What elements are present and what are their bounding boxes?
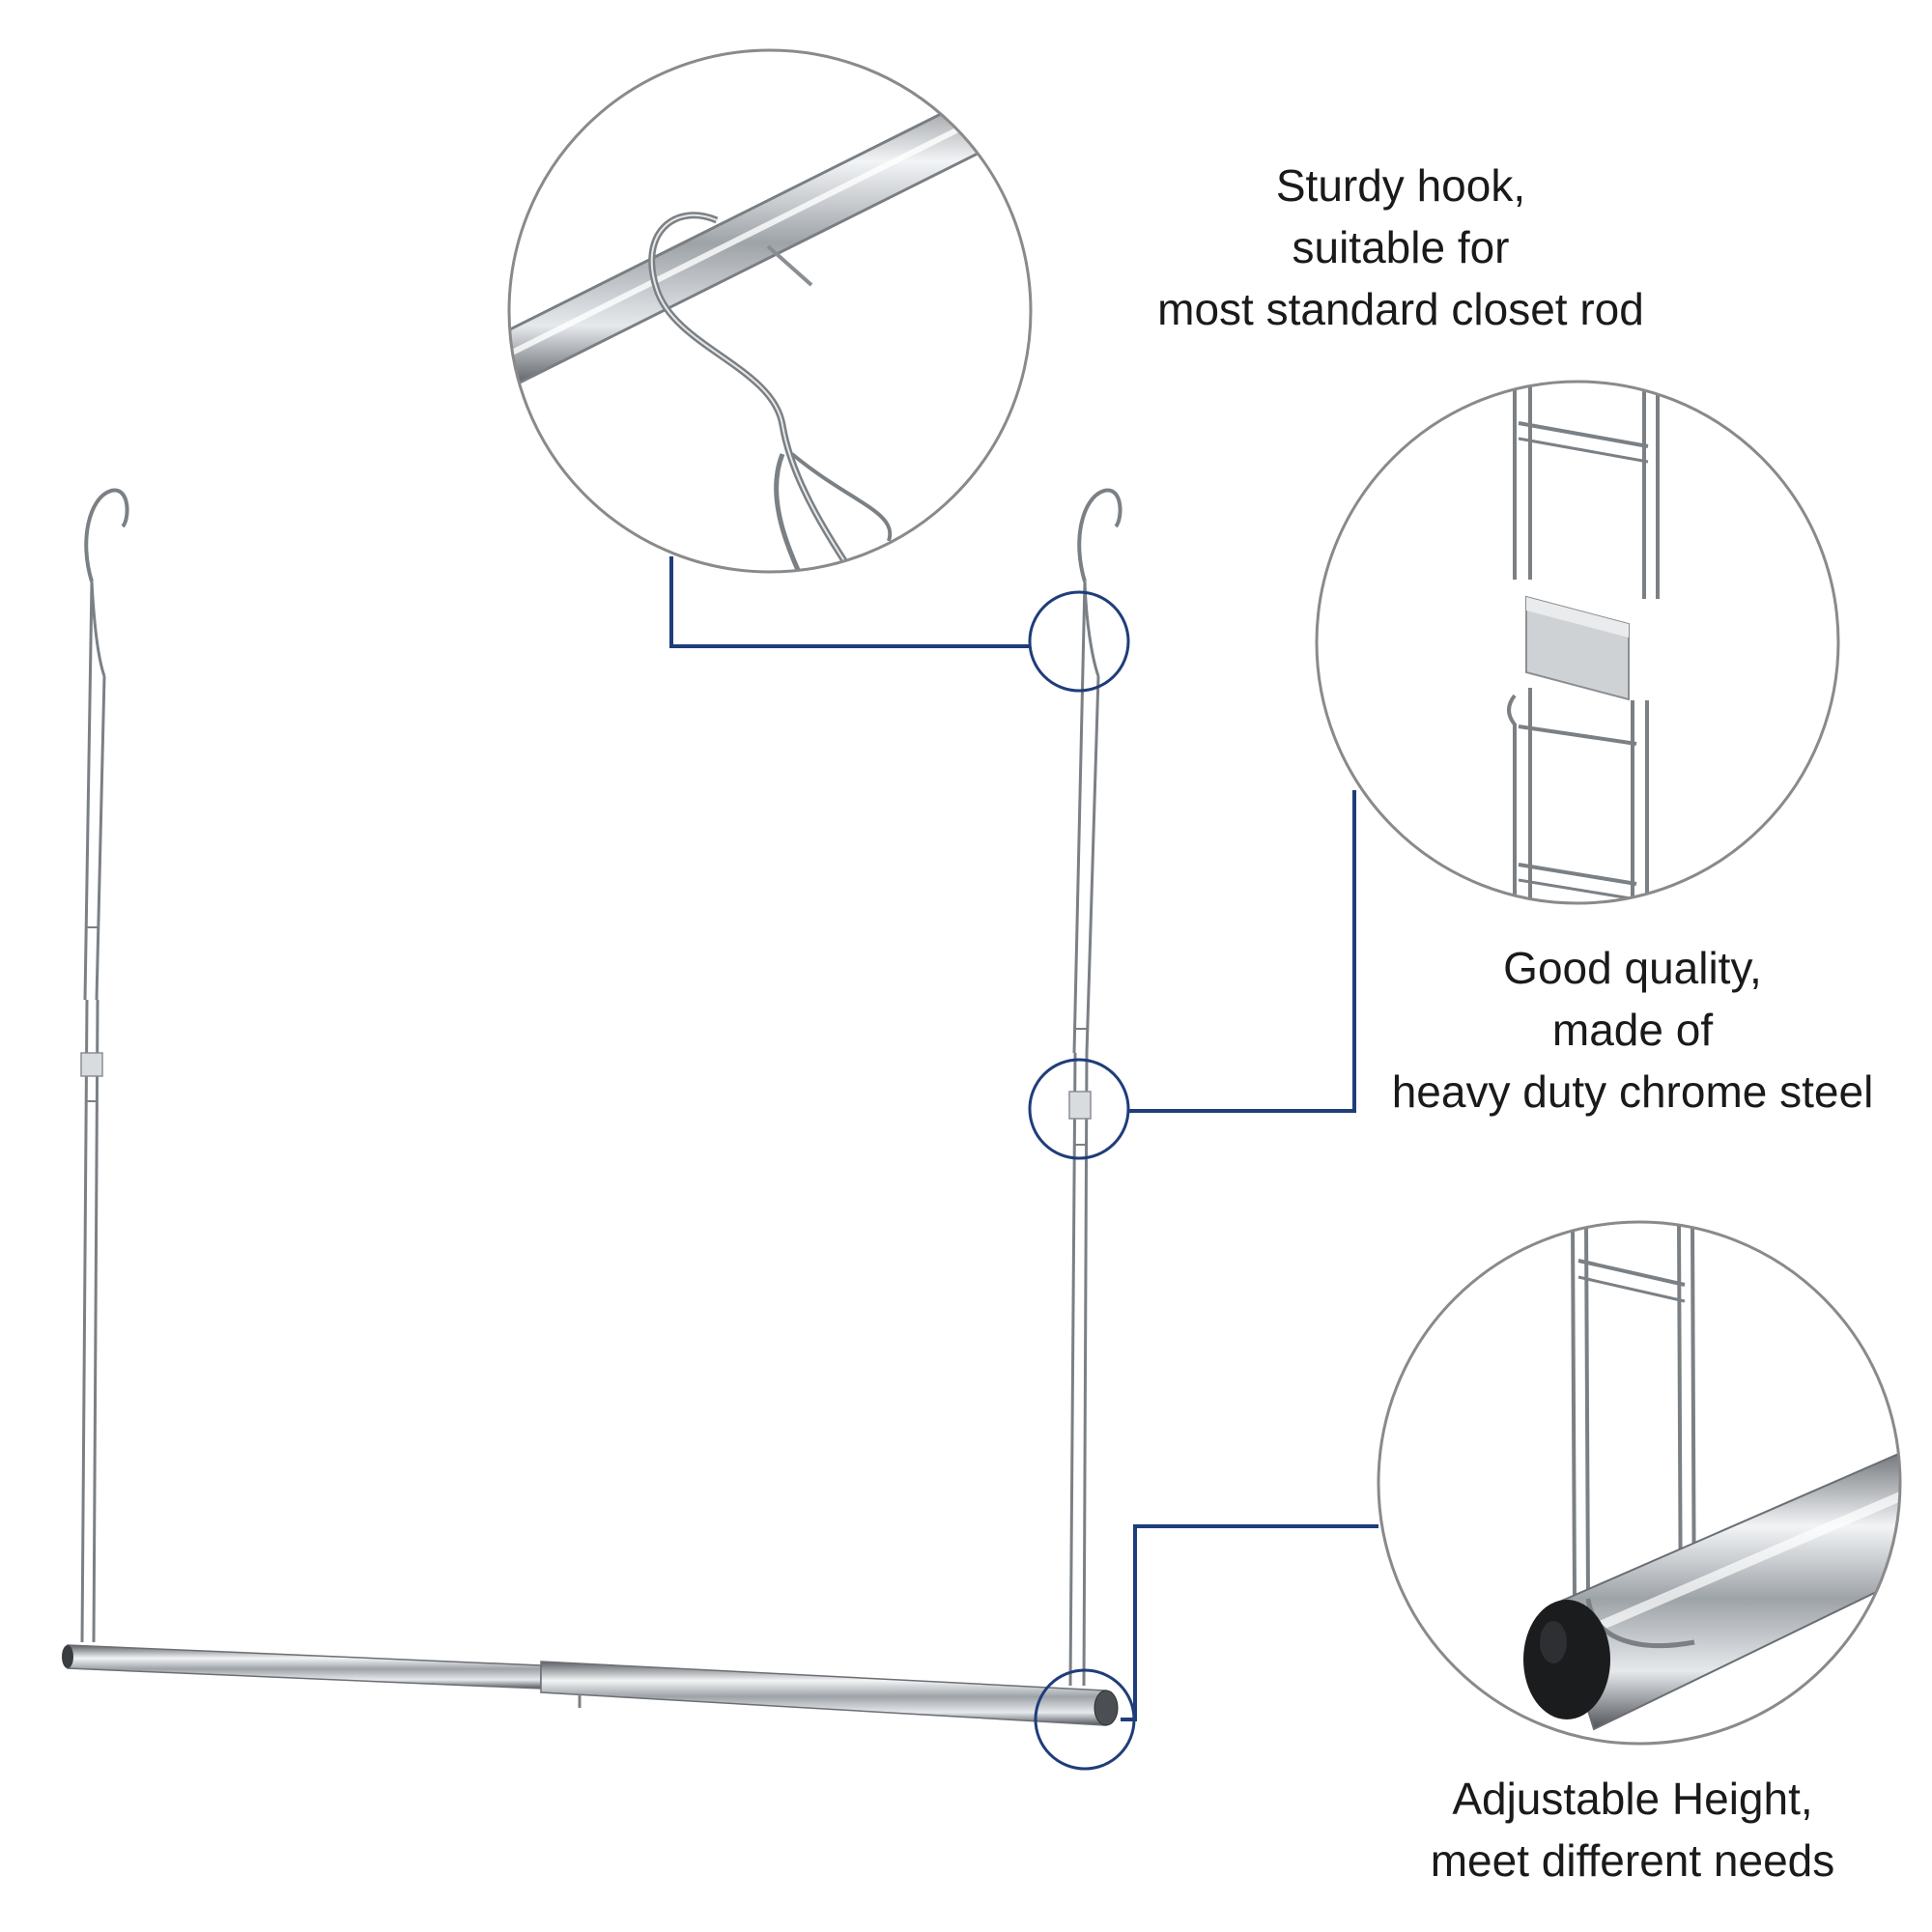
- caption-sturdy-hook: Sturdy hook, suitable for most standard …: [1005, 155, 1797, 340]
- rod-right-cap: [1094, 1690, 1119, 1726]
- right-slider-clip: [1068, 1091, 1092, 1120]
- caption-good-quality: Good quality, made of heavy duty chrome …: [1333, 937, 1932, 1122]
- connector-line-height: [1121, 1524, 1378, 1721]
- caption-height-line-1: Adjustable Height,: [1452, 1774, 1813, 1824]
- caption-quality-line-3: heavy duty chrome steel: [1391, 1066, 1874, 1117]
- connector-line-hook: [669, 556, 1030, 648]
- caption-quality-line-1: Good quality,: [1503, 943, 1762, 993]
- right-hook: [1077, 488, 1122, 582]
- left-hook: [84, 488, 129, 582]
- caption-adjustable-height: Adjustable Height, meet different needs: [1333, 1768, 1932, 1891]
- detail-circle-rod-end: [1377, 1220, 1902, 1746]
- detail-circle-hook: [507, 48, 1033, 574]
- detail-circle-clip: [1315, 380, 1840, 905]
- hanger-main: [62, 488, 1122, 1726]
- caption-hook-line-3: most standard closet rod: [1157, 284, 1644, 334]
- callout-marker-hook: [1028, 590, 1130, 693]
- caption-hook-line-1: Sturdy hook,: [1275, 160, 1526, 211]
- closet-rod: [62, 1644, 1119, 1726]
- caption-quality-line-2: made of: [1551, 1005, 1714, 1055]
- connector-line-quality: [1128, 790, 1356, 1113]
- caption-hook-line-2: suitable for: [1292, 222, 1510, 272]
- left-slider-clip: [80, 1052, 103, 1077]
- rod-left-cap: [62, 1645, 73, 1668]
- caption-height-line-2: meet different needs: [1430, 1835, 1835, 1886]
- rubber-end-cap: [1523, 1600, 1610, 1719]
